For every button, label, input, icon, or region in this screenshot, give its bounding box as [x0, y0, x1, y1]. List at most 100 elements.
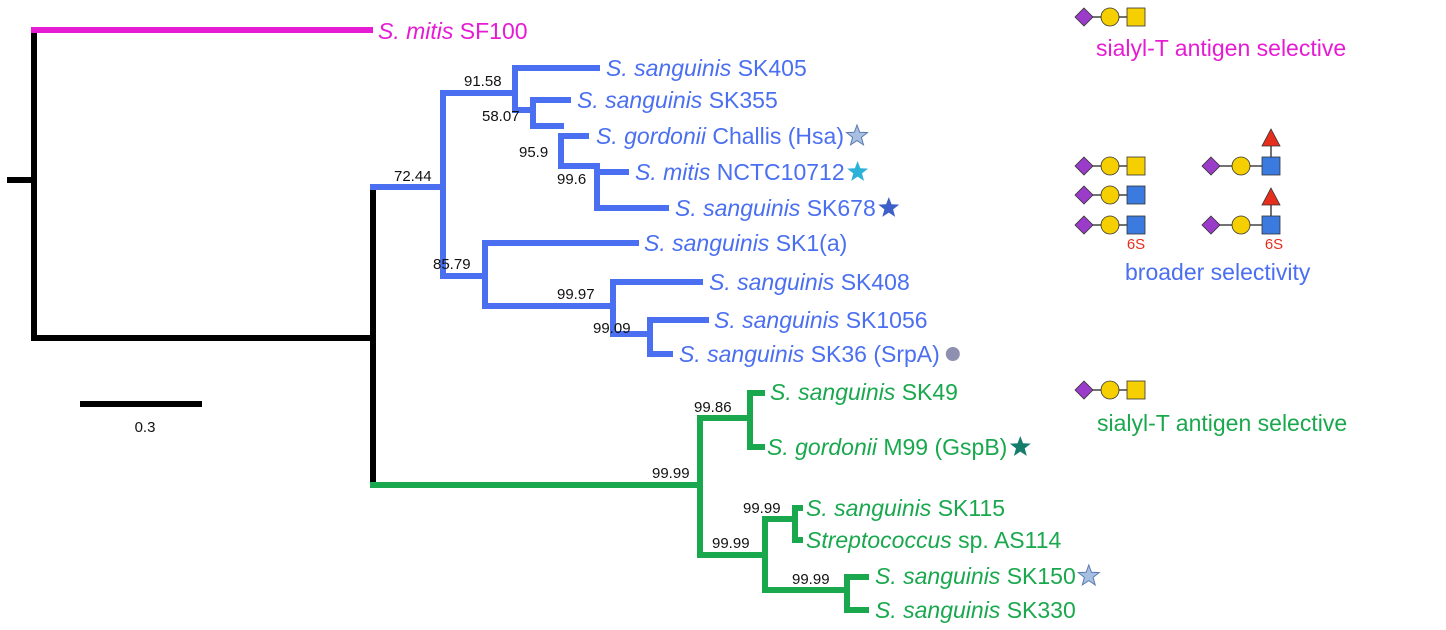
galnac-square-icon [1126, 380, 1146, 400]
taxon-genus: S. sanguinis [709, 269, 835, 295]
sialic-acid-diamond-icon [1201, 156, 1221, 176]
glcnac-square-icon [1126, 215, 1146, 235]
bootstrap-value: 99.99 [652, 465, 690, 482]
taxon-genus: S. sanguinis [875, 563, 1001, 589]
taxon-genus: S. mitis [635, 159, 711, 185]
sialic-acid-diamond-icon [1201, 215, 1221, 235]
galactose-circle-icon [1100, 156, 1120, 176]
taxon-genus: S. sanguinis [675, 195, 801, 221]
bootstrap-value: 99.86 [694, 399, 732, 416]
marker-dot-icon [945, 347, 960, 361]
glcnac-square-icon [1261, 156, 1281, 176]
taxon-label-as114: Streptococcus sp. AS114 [806, 527, 1062, 553]
glycan-legend: sialyl-T antigen selective 6S 6S broader se… [1074, 7, 1347, 436]
taxon-strain: SK405 [731, 55, 806, 81]
bootstrap-value: 99.97 [557, 286, 595, 303]
taxon-genus: S. gordonii [767, 434, 878, 460]
galnac-square-icon [1126, 7, 1146, 27]
galactose-circle-icon [1231, 156, 1251, 176]
taxon-strain: M99 (GspB) [877, 434, 1007, 460]
taxon-strain: SK1(a) [769, 230, 847, 256]
scale-bar-label: 0.3 [135, 419, 156, 436]
bootstrap-values: 91.58 58.07 95.9 99.6 72.44 85.79 99.97 99.09 99… [394, 73, 830, 588]
taxon-label-challis: S. gordonii Challis (Hsa) [596, 123, 844, 149]
bootstrap-value: 99.99 [743, 500, 781, 517]
bootstrap-value: 85.79 [433, 256, 471, 273]
tree-branches [7, 27, 869, 613]
taxon-genus: S. sanguinis [679, 341, 805, 367]
galactose-circle-icon [1100, 380, 1120, 400]
marker-star-icon [1076, 563, 1101, 587]
taxon-label-nctc: S. mitis NCTC10712 [635, 159, 845, 185]
taxon-strain: SK678 [800, 195, 875, 221]
bootstrap-value: 99.09 [593, 320, 631, 337]
taxon-strain: SF100 [453, 18, 527, 44]
taxon-strain: SK408 [834, 269, 909, 295]
taxon-genus: S. sanguinis [577, 87, 703, 113]
taxon-label-sk355: S. sanguinis SK355 [577, 87, 778, 113]
sialic-acid-diamond-icon [1074, 156, 1094, 176]
sulfation-label: 6S [1265, 236, 1283, 253]
taxon-strain: SK49 [895, 379, 958, 405]
bootstrap-value: 58.07 [482, 108, 520, 125]
taxon-strain: Challis (Hsa) [706, 123, 844, 149]
bootstrap-value: 99.6 [557, 171, 586, 188]
taxon-label-sk408: S. sanguinis SK408 [709, 269, 910, 295]
taxon-label-sk330: S. sanguinis SK330 [875, 597, 1076, 623]
taxon-label-m99: S. gordonii M99 (GspB) [767, 434, 1007, 460]
taxon-label-sk678: S. sanguinis SK678 [675, 195, 876, 221]
taxon-genus: S. sanguinis [770, 379, 896, 405]
marker-star-icon [845, 123, 869, 147]
scale-bar: 0.3 [80, 401, 202, 436]
taxon-strain: sp. AS114 [952, 527, 1062, 553]
taxon-strain: SK330 [1000, 597, 1075, 623]
taxon-label-sk115: S. sanguinis SK115 [806, 495, 1005, 521]
glcnac-square-icon [1261, 215, 1281, 235]
taxon-genus: Streptococcus [806, 527, 952, 553]
bootstrap-value: 99.99 [712, 535, 750, 552]
galactose-circle-icon [1100, 185, 1120, 205]
group-label-bottom: sialyl-T antigen selective [1097, 410, 1347, 436]
taxon-strain: SK115 [931, 495, 1005, 521]
taxon-strain: SK150 [1000, 563, 1075, 589]
taxon-genus: S. sanguinis [644, 230, 770, 256]
taxon-genus: S. gordonii [596, 123, 707, 149]
galactose-circle-icon [1100, 7, 1120, 27]
sialic-acid-diamond-icon [1074, 380, 1094, 400]
galnac-square-icon [1126, 156, 1146, 176]
taxon-label-sk1056: S. sanguinis SK1056 [714, 307, 928, 333]
sulfation-label: 6S [1127, 236, 1145, 253]
sialic-acid-diamond-icon [1074, 7, 1094, 27]
taxon-strain: NCTC10712 [710, 159, 844, 185]
marker-star-icon [847, 161, 869, 181]
fucose-triangle-icon [1261, 128, 1281, 147]
taxon-strain: SK1056 [839, 307, 927, 333]
sialic-acid-diamond-icon [1074, 185, 1094, 205]
taxon-genus: S. sanguinis [806, 495, 932, 521]
bootstrap-value: 95.9 [519, 144, 548, 161]
taxon-strain: SK36 (SrpA) [804, 341, 940, 367]
marker-star-icon [1009, 436, 1031, 456]
taxon-label-sk1: S. sanguinis SK1(a) [644, 230, 847, 256]
galactose-circle-icon [1231, 215, 1251, 235]
sialic-acid-diamond-icon [1074, 215, 1094, 235]
group-label-top: sialyl-T antigen selective [1096, 35, 1346, 61]
taxon-label-sk36: S. sanguinis SK36 (SrpA) [679, 341, 940, 367]
glcnac-square-icon [1126, 185, 1146, 205]
taxon-genus: S. sanguinis [714, 307, 840, 333]
taxon-label-sf100: S. mitis SF100 [378, 18, 528, 44]
taxon-label-sk49: S. sanguinis SK49 [770, 379, 958, 405]
bootstrap-value: 91.58 [464, 73, 502, 90]
galactose-circle-icon [1100, 215, 1120, 235]
taxon-genus: S. mitis [378, 18, 454, 44]
taxon-genus: S. sanguinis [875, 597, 1001, 623]
marker-star-icon [878, 197, 900, 217]
taxon-strain: SK355 [702, 87, 777, 113]
bootstrap-value: 72.44 [394, 168, 432, 185]
group-label-mid: broader selectivity [1125, 259, 1311, 285]
taxon-genus: S. sanguinis [606, 55, 732, 81]
fucose-triangle-icon [1261, 187, 1281, 206]
bootstrap-value: 99.99 [792, 571, 830, 588]
